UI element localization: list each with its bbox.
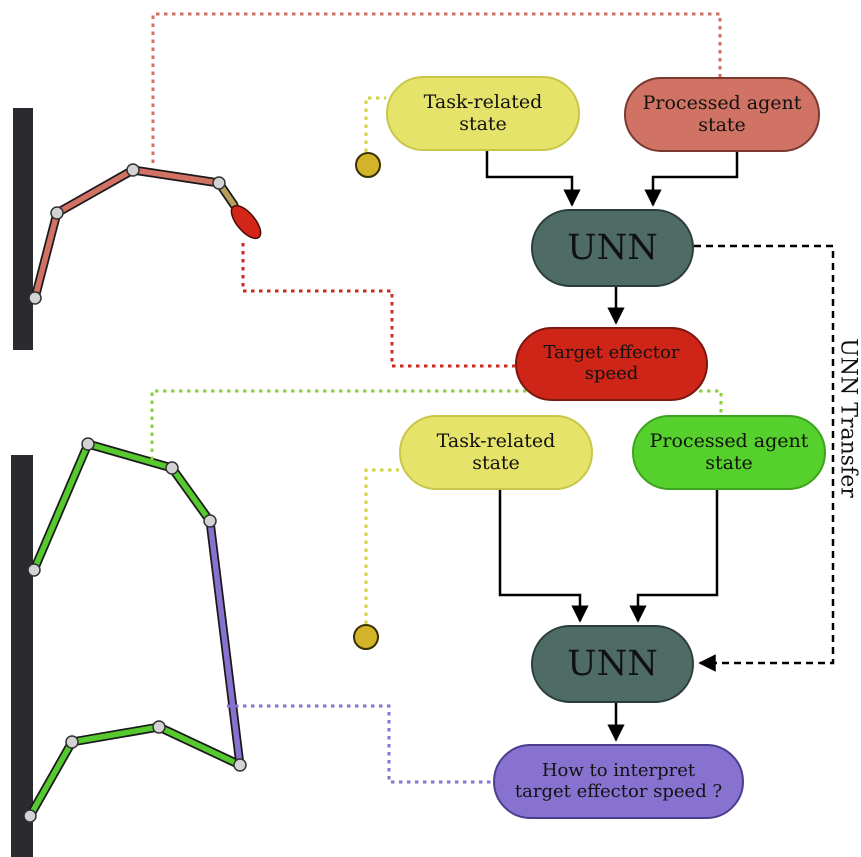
link-top-agent [151, 12, 722, 163]
interpret-speed-node: How to interpret target effector speed ? [493, 744, 744, 819]
wall-bottom [11, 455, 33, 857]
wall-top [13, 108, 33, 350]
unn-transfer-label: UNN Transfer [835, 338, 861, 498]
unn-node-bottom: UNN [531, 625, 694, 703]
link-top-effector [241, 243, 515, 368]
agent-state-node-top: Processed agent state [624, 77, 820, 152]
unn-node-top: UNN [531, 209, 694, 287]
link-bottom-segment [227, 704, 495, 784]
link-bottom-agent [150, 389, 723, 460]
interpreted-segment [207, 518, 243, 768]
link-bottom-task [364, 468, 399, 624]
link-top-task [364, 96, 386, 152]
target-effector-speed-node: Target effector speed [515, 327, 708, 401]
bottom-arm [25, 439, 245, 821]
task-target-bottom [353, 624, 379, 650]
agent-state-node-bottom: Processed agent state [632, 415, 826, 490]
task-state-node-top: Task-related state [386, 76, 580, 151]
task-state-node-bottom: Task-related state [399, 415, 593, 490]
top-effector [230, 204, 262, 240]
task-target-top [355, 152, 381, 178]
top-arm-joints [28, 163, 226, 305]
arrow-task-to-unn-bottom [498, 490, 589, 623]
bottom-arm-joints [23, 437, 247, 823]
top-arm [30, 165, 262, 303]
arrow-task-to-unn-top [485, 151, 581, 207]
arrow-agent-to-unn-bottom [629, 490, 719, 623]
arrow-agent-to-unn-top [644, 152, 739, 207]
